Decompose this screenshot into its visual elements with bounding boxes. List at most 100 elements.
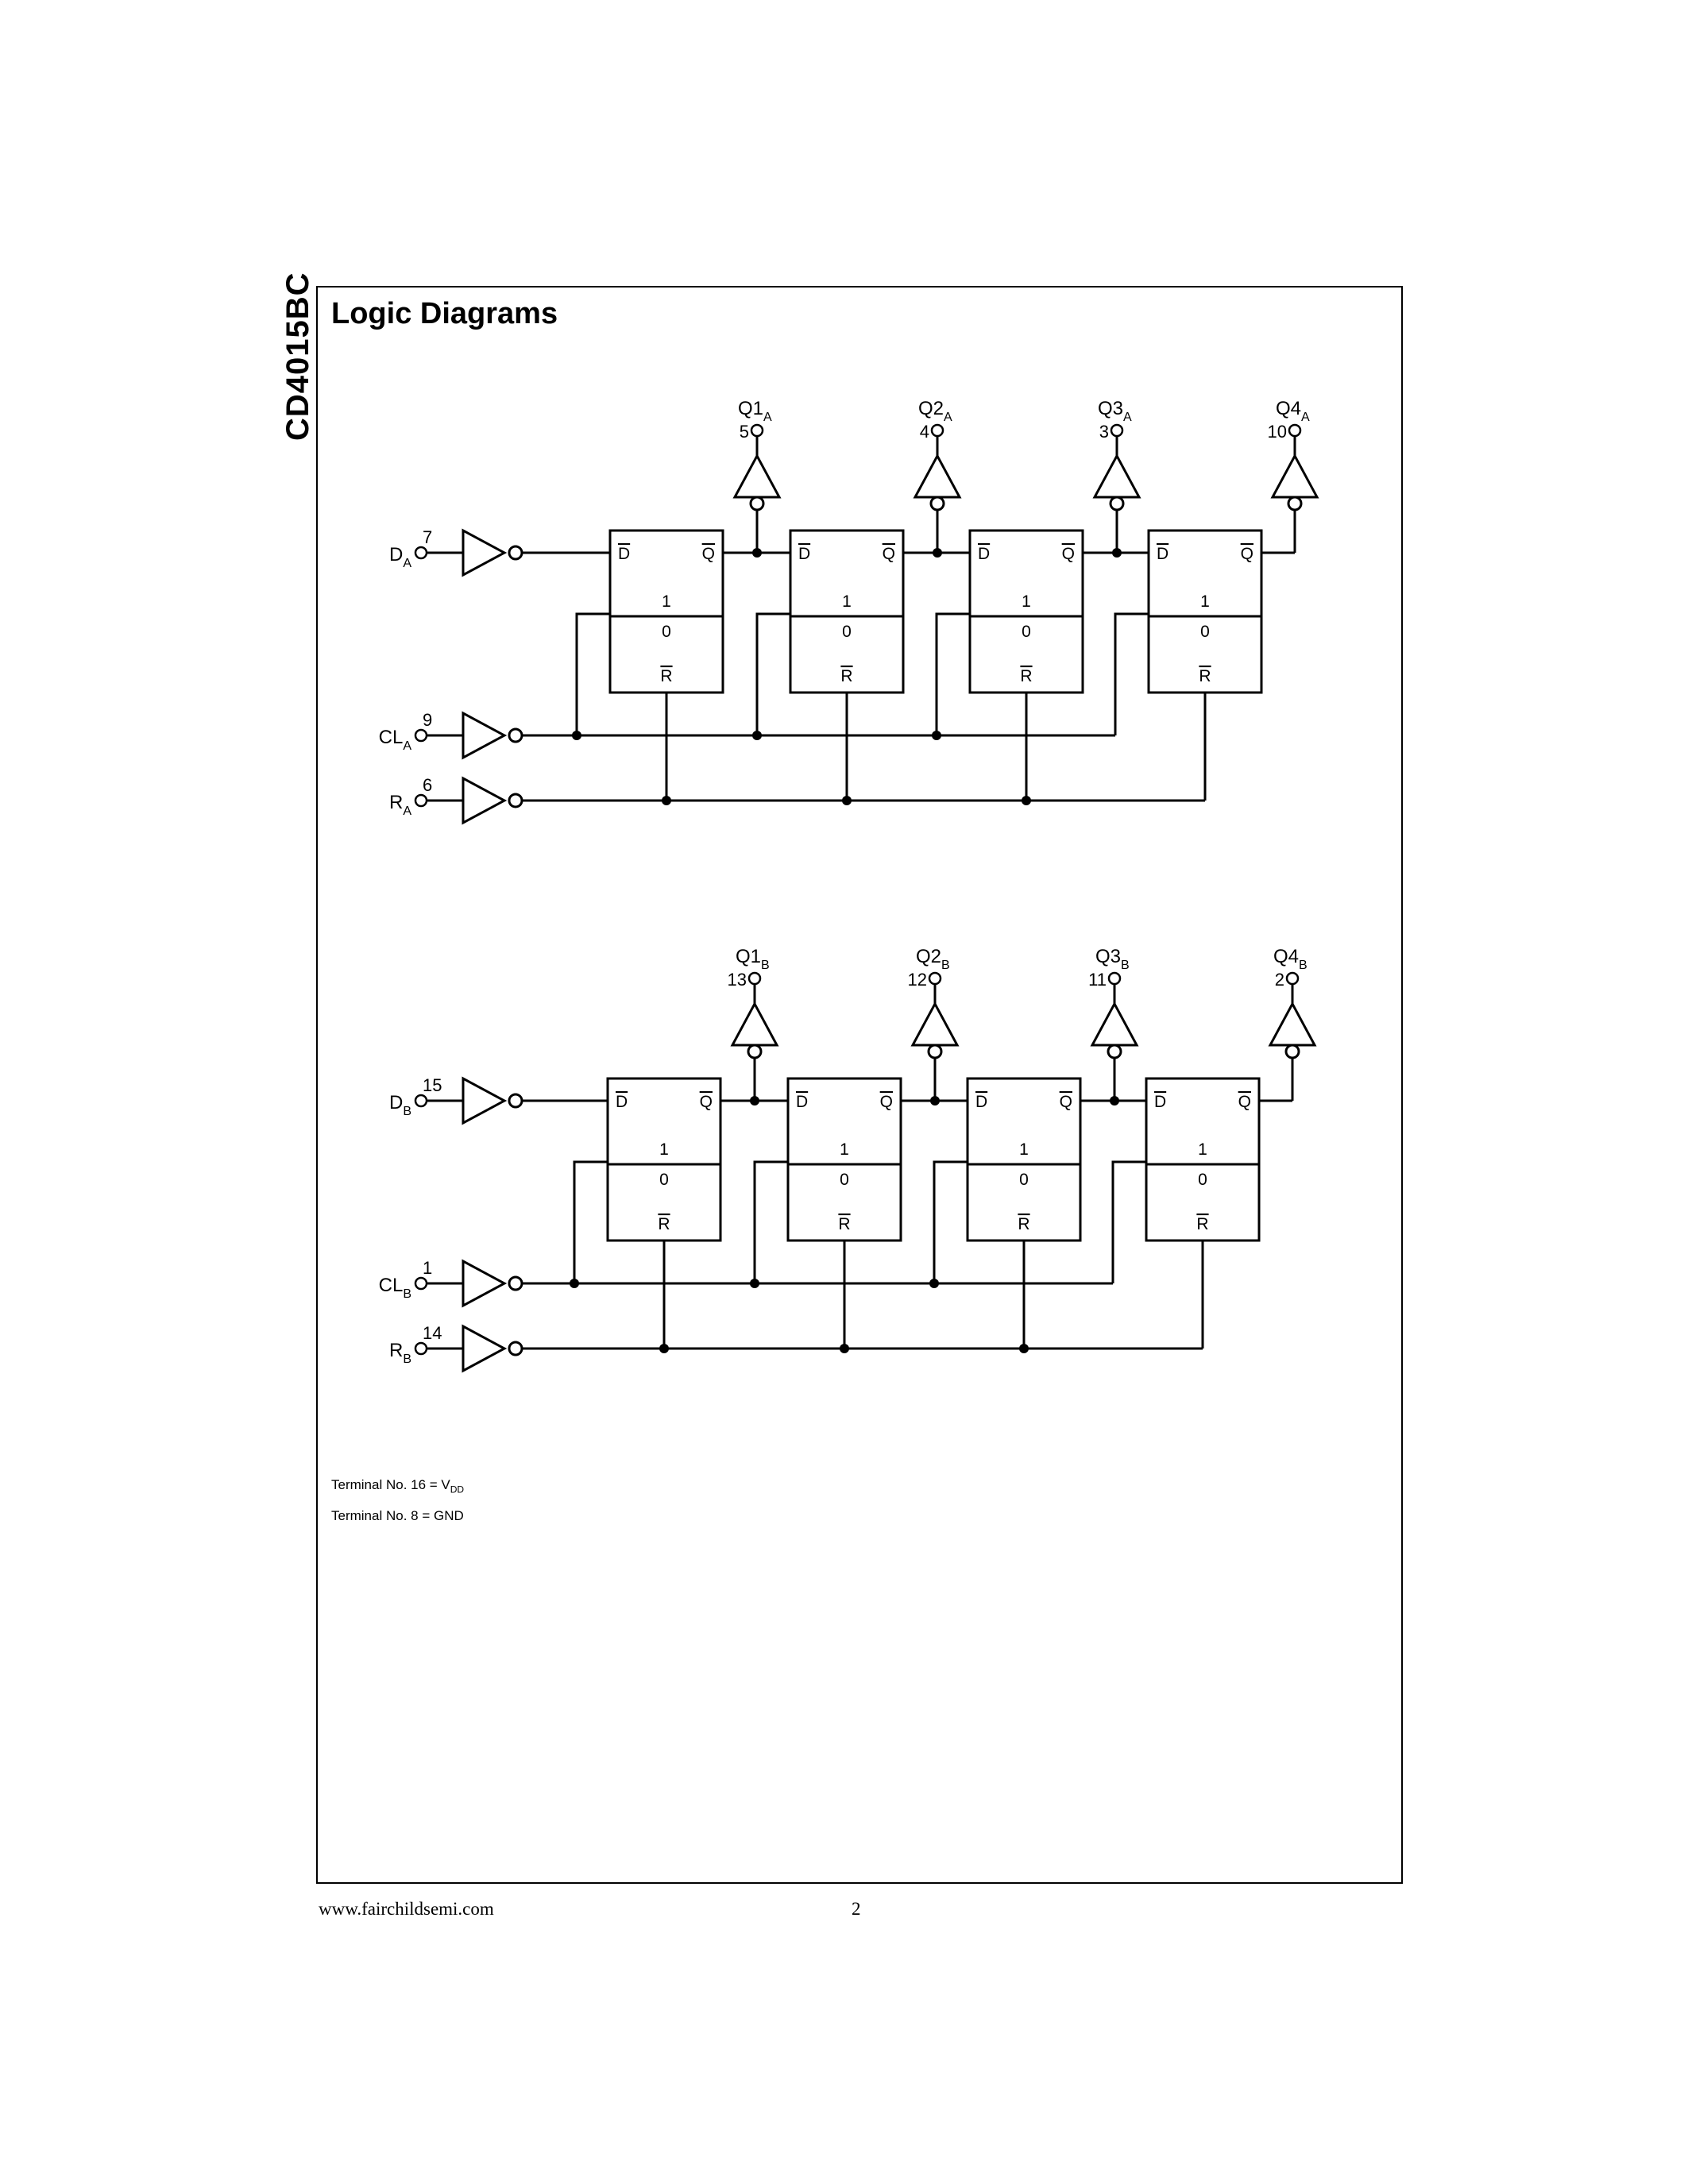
input-r-buffer [462, 776, 508, 825]
reset-junction-2 [842, 796, 852, 805]
input-cl-pin [414, 728, 428, 743]
page-number: 2 [852, 1899, 861, 1919]
output-pin-number-4: 10 [1268, 422, 1287, 442]
terminal-notes: Terminal No. 16 = VDD Terminal No. 8 = G… [331, 1472, 464, 1530]
output-buffer-1 [730, 1001, 779, 1047]
reset-junction-3 [1022, 796, 1031, 805]
output-pin-3 [1110, 423, 1124, 438]
input-cl-buffer [462, 711, 508, 760]
input-d-inverter-bubble [508, 545, 523, 561]
flipflop-d-label: D [616, 1093, 628, 1111]
clock-junction-2 [750, 1279, 759, 1288]
clock-junction-3 [929, 1279, 939, 1288]
output-pin-number-2: 12 [908, 970, 927, 990]
output-label-3: Q3A [1098, 398, 1132, 424]
output-buffer-2 [913, 453, 962, 499]
flipflop-one-label: 1 [1019, 1140, 1029, 1159]
clock-junction-2 [752, 731, 762, 740]
flipflop-one-label: 1 [1198, 1140, 1207, 1159]
output-inverter-bubble-1 [747, 1044, 763, 1059]
input-cl-buffer [462, 1259, 508, 1308]
clock-junction-1 [570, 1279, 579, 1288]
output-label-1: Q1A [738, 398, 772, 424]
flipflop-r-label: R [838, 1215, 850, 1233]
output-pin-2 [930, 423, 944, 438]
flipflop-zero-label: 0 [842, 623, 852, 641]
flipflop-one-label: 1 [840, 1140, 849, 1159]
input-r-label: RB [389, 1340, 411, 1366]
input-d-pin-number: 15 [423, 1075, 442, 1095]
flipflop-zero-label: 0 [1198, 1171, 1207, 1189]
output-label-4: Q4B [1273, 946, 1308, 972]
output-buffer-3 [1092, 453, 1141, 499]
flipflop-body [1145, 1077, 1261, 1242]
input-cl-inverter-bubble [508, 727, 523, 743]
reset-junction-2 [840, 1344, 849, 1353]
output-inverter-bubble-2 [929, 496, 945, 511]
footer-url[interactable]: www.fairchildsemi.com [319, 1899, 494, 1919]
output-pin-1 [747, 971, 762, 986]
flipflop-q-label: Q [700, 1093, 713, 1111]
flipflop-r-label: R [1196, 1215, 1208, 1233]
output-pin-number-4: 2 [1275, 970, 1284, 990]
input-r-label: RA [389, 792, 411, 818]
output-buffer-1 [732, 453, 782, 499]
output-label-4: Q4A [1276, 398, 1310, 424]
input-r-buffer [462, 1324, 508, 1373]
flipflop-d-label: D [798, 545, 810, 563]
output-inverter-bubble-4 [1287, 496, 1303, 511]
output-buffer-4 [1268, 1001, 1317, 1047]
flipflop-one-label: 1 [662, 592, 671, 611]
input-d-pin [414, 1094, 428, 1108]
flipflop-q-label: Q [880, 1093, 893, 1111]
flipflop-d-label: D [1154, 1093, 1166, 1111]
input-cl-label: CLB [379, 1275, 411, 1301]
output-inverter-bubble-3 [1107, 1044, 1122, 1059]
flipflop-body [606, 1077, 722, 1242]
output-label-2: Q2B [916, 946, 950, 972]
flipflop-one-label: 1 [659, 1140, 669, 1159]
reset-junction-1 [662, 796, 671, 805]
output-label-2: Q2A [918, 398, 952, 424]
flipflop-q-label: Q [1060, 1093, 1072, 1111]
input-d-label: DA [389, 544, 411, 570]
output-inverter-bubble-4 [1284, 1044, 1300, 1059]
output-label-3: Q3B [1095, 946, 1130, 972]
output-buffer-3 [1090, 1001, 1139, 1047]
flipflop-3: D Q 1 0R [966, 1077, 1082, 1242]
flipflop-r-label: R [1018, 1215, 1029, 1233]
clock-tap-1 [575, 612, 610, 735]
flipflop-body [786, 1077, 902, 1242]
flipflop-d-label: D [618, 545, 630, 563]
flipflop-zero-label: 0 [840, 1171, 849, 1189]
input-r-inverter-bubble [508, 1341, 523, 1356]
input-cl-pin-number: 9 [423, 710, 432, 730]
vdd-note-text: Terminal No. 16 = V [331, 1477, 450, 1492]
input-d-label: DB [389, 1092, 411, 1118]
output-pin-number-2: 4 [920, 422, 929, 442]
input-d-buffer [462, 1076, 508, 1125]
flipflop-body [789, 529, 905, 694]
flipflop-d-label: D [975, 1093, 987, 1111]
flipflop-one-label: 1 [1022, 592, 1031, 611]
flipflop-zero-label: 0 [1200, 623, 1210, 641]
output-pin-2 [928, 971, 942, 986]
flipflop-one-label: 1 [1200, 592, 1210, 611]
input-r-pin [414, 793, 428, 808]
flipflop-r-label: R [1199, 667, 1211, 685]
gnd-note: Terminal No. 8 = GND [331, 1508, 464, 1524]
flipflop-zero-label: 0 [1019, 1171, 1029, 1189]
output-label-1: Q1B [736, 946, 770, 972]
flipflop-q-label: Q [883, 545, 895, 563]
content-frame [316, 286, 1403, 1884]
output-inverter-bubble-3 [1109, 496, 1125, 511]
flipflop-body [966, 1077, 1082, 1242]
